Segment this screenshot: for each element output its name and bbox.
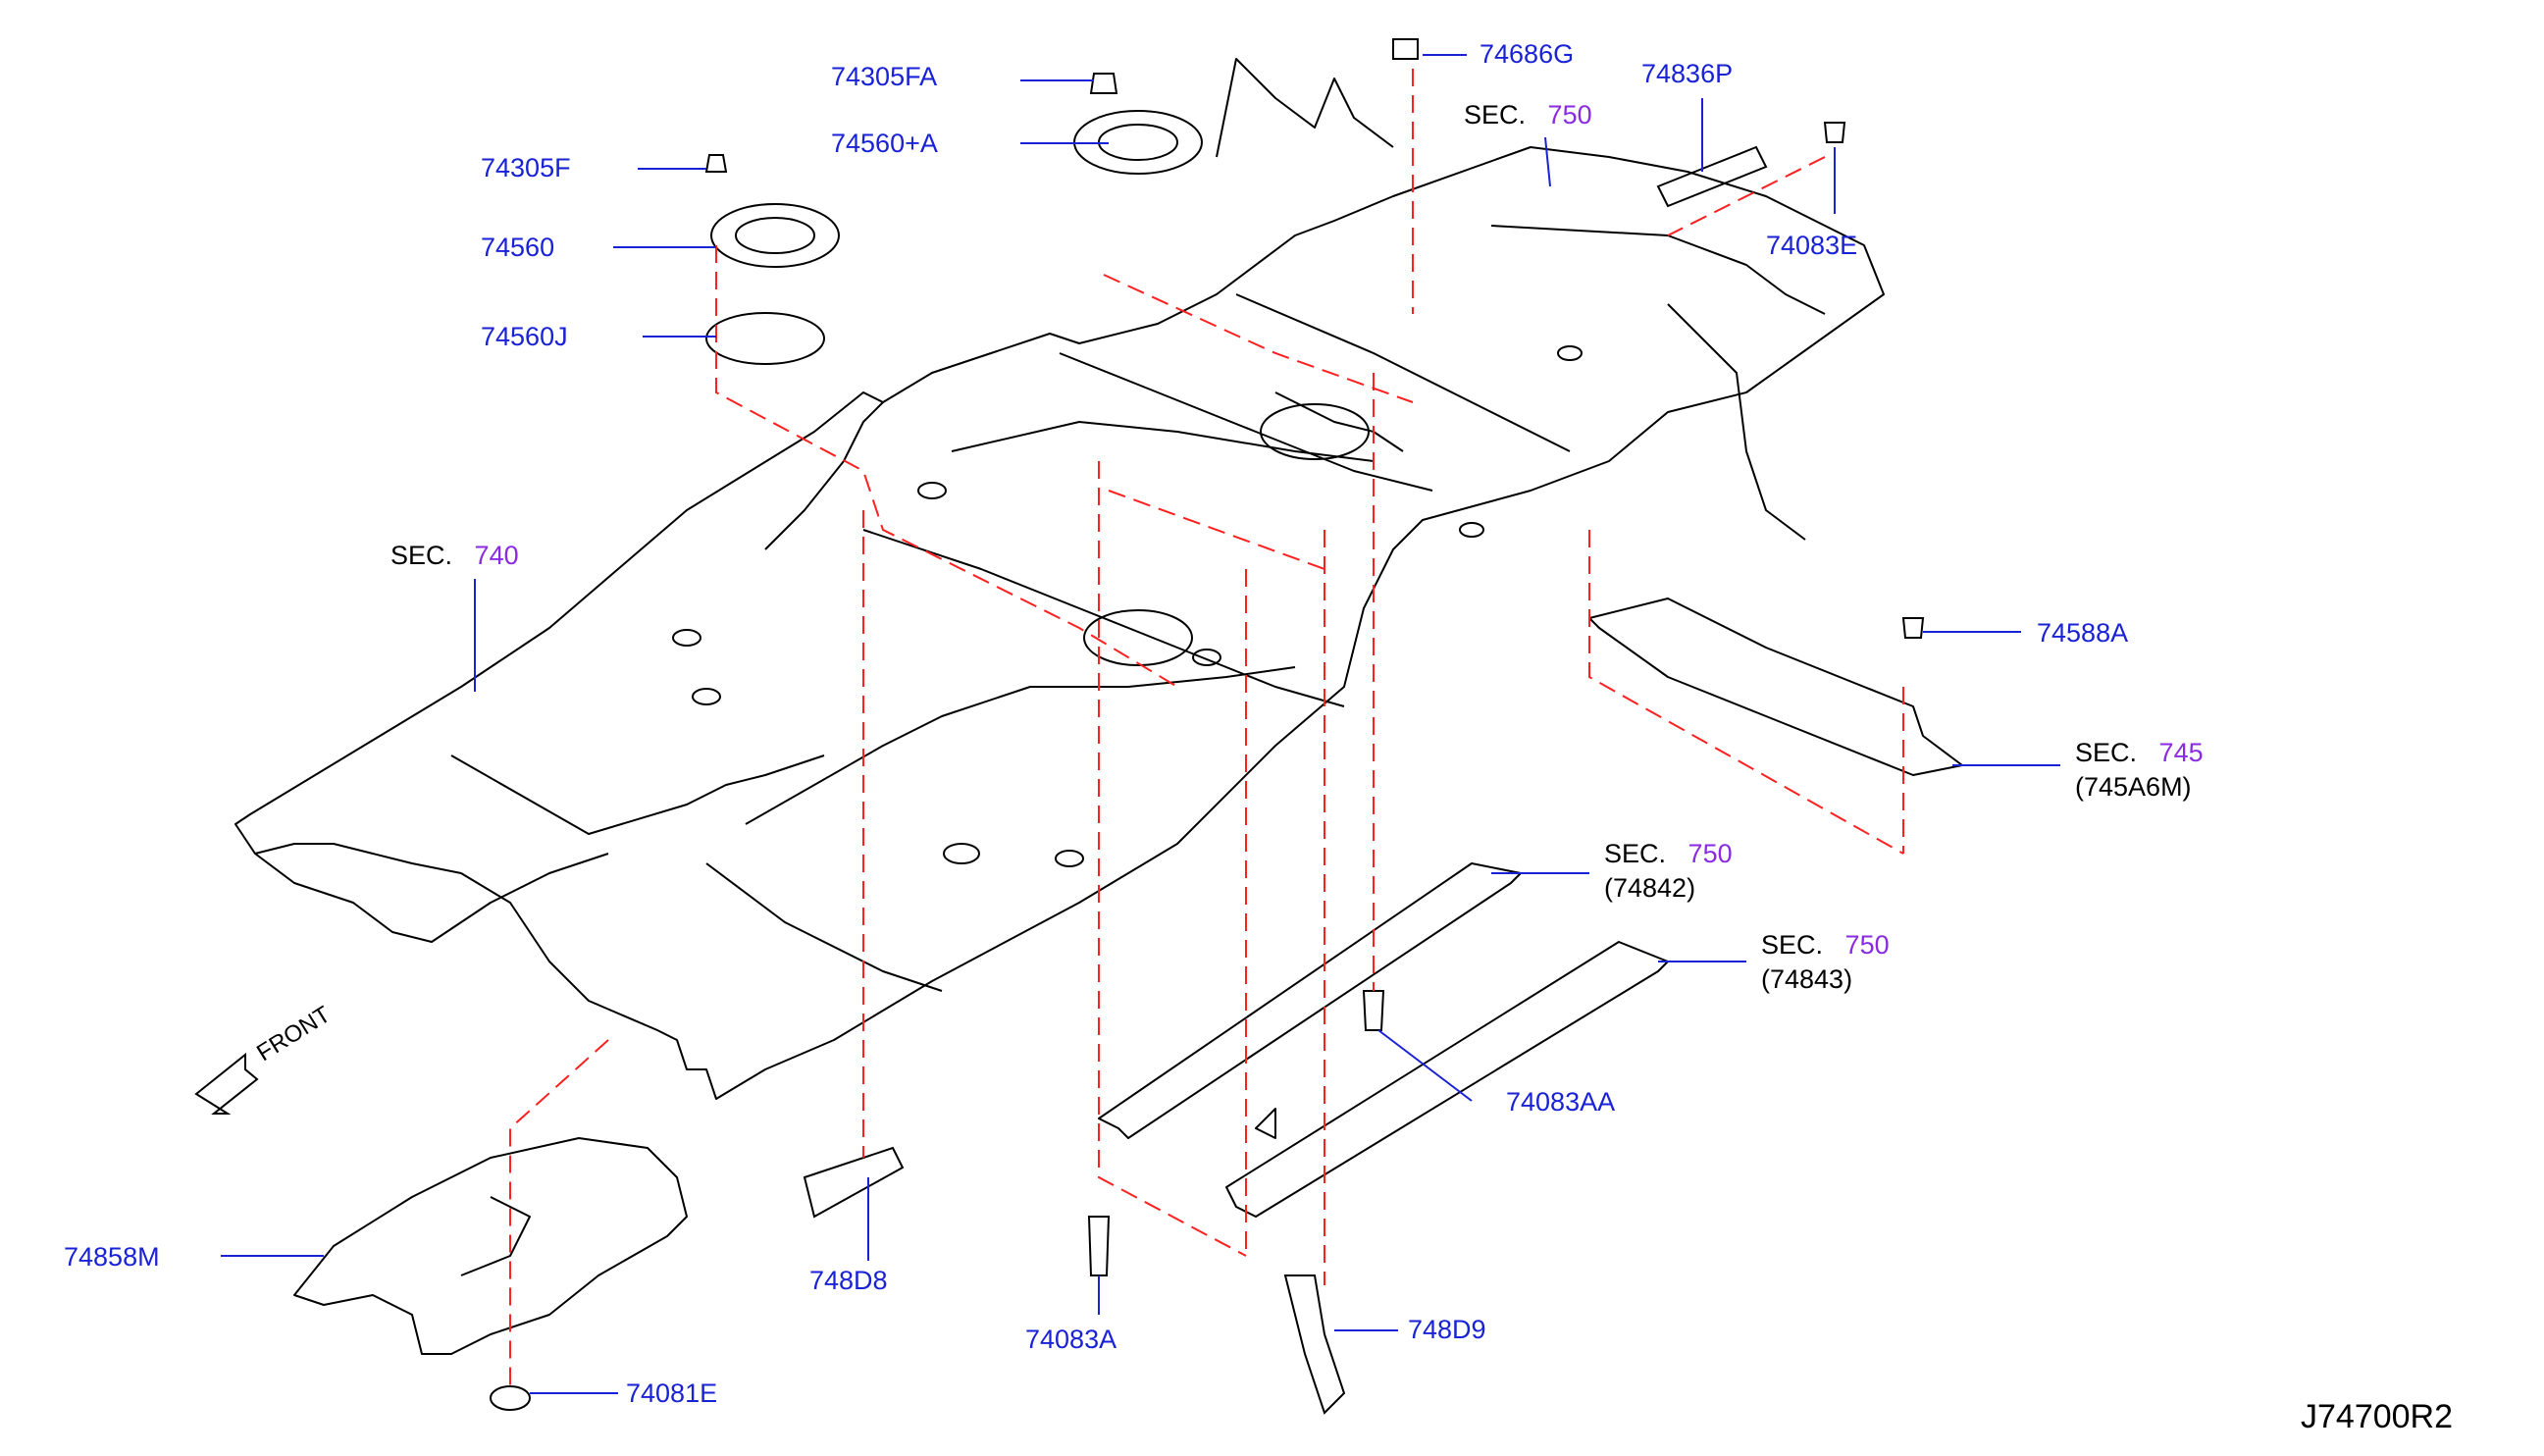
label-74588A[interactable]: 74588A: [2037, 618, 2129, 648]
section-750-b-label[interactable]: SEC. 750: [1761, 930, 1890, 960]
sec-number: 750: [1547, 100, 1592, 130]
side-members-outline: [1098, 862, 1669, 1218]
label-74083AA[interactable]: 74083AA: [1506, 1087, 1616, 1117]
assembly-dash-lines: [509, 69, 1904, 1393]
sec-prefix: SEC.: [2075, 738, 2138, 767]
sec-number: 740: [474, 541, 519, 570]
rear-crossmember-outline: [1588, 598, 1963, 776]
label-74560A[interactable]: 74560+A: [831, 129, 938, 158]
diagram-code: J74700R2: [2301, 1398, 2454, 1435]
label-74686G[interactable]: 74686G: [1480, 39, 1575, 69]
label-74305F[interactable]: 74305F: [481, 153, 571, 182]
small-parts-outline: [490, 38, 1925, 1415]
section-750-b-ref: (74843): [1761, 964, 1853, 994]
label-74836P[interactable]: 74836P: [1641, 59, 1734, 88]
label-74858M[interactable]: 74858M: [64, 1242, 160, 1272]
section-750-top-label[interactable]: SEC. 750: [1464, 100, 1592, 130]
label-748D8[interactable]: 748D8: [809, 1266, 888, 1295]
sec-prefix: SEC.: [1464, 100, 1527, 130]
label-74560J[interactable]: 74560J: [481, 322, 568, 351]
sec-number: 750: [1844, 930, 1890, 960]
sec-prefix: SEC.: [1761, 930, 1824, 960]
section-745-ref: (745A6M): [2075, 772, 2192, 802]
sec-prefix: SEC.: [1604, 839, 1667, 868]
sec-number: 745: [2158, 738, 2204, 767]
sec-number: 750: [1687, 839, 1733, 868]
heat-insulator-outline: [293, 1137, 688, 1355]
section-750-a-ref: (74842): [1604, 873, 1696, 903]
section-750-a-label[interactable]: SEC. 750: [1604, 839, 1733, 868]
label-74083A[interactable]: 74083A: [1025, 1325, 1117, 1354]
label-74560[interactable]: 74560: [481, 233, 555, 262]
floor-panel-outline: [234, 58, 1885, 1100]
label-74081E[interactable]: 74081E: [626, 1378, 718, 1408]
sec-prefix: SEC.: [390, 541, 453, 570]
section-745-label[interactable]: SEC. 745: [2075, 738, 2204, 767]
section-740-label[interactable]: SEC. 740: [390, 541, 519, 570]
label-74305FA[interactable]: 74305FA: [831, 62, 938, 91]
label-74083E[interactable]: 74083E: [1766, 231, 1858, 260]
front-arrow: [194, 1052, 259, 1115]
label-748D9[interactable]: 748D9: [1408, 1315, 1486, 1344]
leader-lines: [221, 54, 2060, 1394]
